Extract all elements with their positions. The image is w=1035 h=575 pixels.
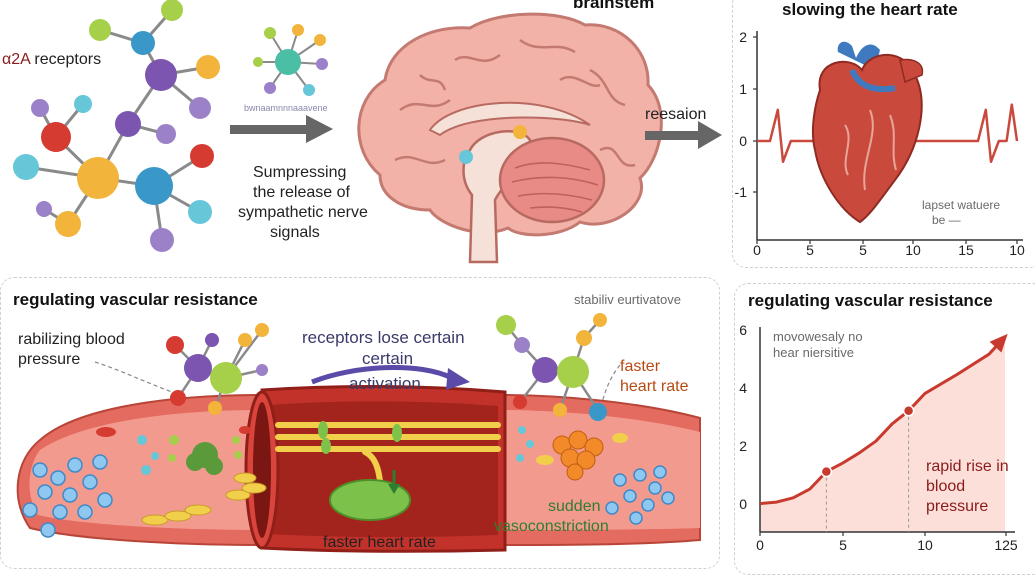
stabiliv-label: stabiliv eurtivatove — [574, 292, 681, 307]
chart1-x-tick-label: 15 — [958, 242, 974, 258]
chart1-y-tick-label: -1 — [734, 184, 747, 200]
faster-heart-rate-bottom: faster heart rate — [323, 534, 436, 551]
top-right-chart-panel — [732, 0, 1035, 268]
sudden-label-1: sudden — [548, 498, 601, 515]
receptors-suffix: receptors — [29, 51, 102, 68]
chart1-annotation-2: be — — [932, 213, 961, 227]
chart1-y-tick-label: 0 — [739, 133, 747, 149]
receptors-text-3: activation — [349, 374, 421, 393]
chart1-x-tick-label: 5 — [859, 242, 867, 258]
chart2-y-tick-label: 0 — [739, 496, 747, 512]
alpha2a-receptors-label: α2A receptors — [0, 50, 104, 70]
chart2-y-tick-label: 4 — [739, 380, 747, 396]
blood-label-2: pressure — [18, 351, 81, 368]
chart2-x-tick-label: 10 — [917, 537, 933, 553]
bottom-left-title: regulating vascular resistance — [13, 290, 258, 309]
chart2-x-tick-label: 0 — [756, 537, 764, 553]
arrow-caption-small: bwnaamnnnaaavene — [244, 103, 328, 113]
brainstem-title: brainstem — [573, 0, 655, 12]
suppress-line-3: sympathetic nerve — [238, 204, 368, 221]
bottom-left-panel — [0, 277, 720, 569]
chart2-title: regulating vascular resistance — [748, 291, 993, 310]
chart1-y-tick-label: 2 — [739, 29, 747, 45]
receptors-text-2: certain — [362, 349, 414, 368]
suppress-line-1: Sumpressing — [253, 164, 347, 181]
chart2-faint-1: movowesaly no — [773, 329, 863, 344]
chart1-x-tick-label: 10 — [905, 242, 921, 258]
chart1-x-tick-label: 10 — [1009, 242, 1025, 258]
chart1-annotation-1: lapset watuere — [922, 198, 1001, 212]
suppress-line-4: signals — [270, 224, 320, 241]
chart2-x-tick-label: 125 — [994, 537, 1018, 553]
molecule-network-illustration — [13, 0, 220, 252]
alpha2a-prefix: α2A — [2, 51, 30, 68]
chart2-y-tick-label: 2 — [739, 438, 747, 454]
faster-heart-rate-right-1: faster — [620, 358, 661, 375]
receptors-text-1: receptors lose certain — [302, 328, 465, 347]
chart2-y-tick-label: 6 — [739, 322, 747, 338]
reesaion-label: reesaion — [645, 106, 707, 123]
chart2-faint-2: hear niersitive — [773, 345, 854, 360]
bottom-right-chart-panel — [734, 283, 1035, 575]
blood-label-1: rabilizing blood — [18, 331, 125, 348]
rapid-rise-1: rapid rise in — [926, 458, 1009, 475]
chart1-y-tick-label: 1 — [739, 81, 747, 97]
chart1-x-tick-label: 5 — [806, 242, 814, 258]
sudden-label-2: vasoconstriction — [494, 518, 609, 535]
suppress-line-2: the release of — [253, 184, 350, 201]
chart2-x-tick-label: 5 — [839, 537, 847, 553]
chart1-title: slowing the heart rate — [782, 0, 958, 19]
chart1-x-tick-label: 0 — [753, 242, 761, 258]
rapid-rise-3: pressure — [926, 498, 989, 515]
rapid-rise-2: blood — [926, 478, 966, 495]
faster-heart-rate-right-2: heart rate — [620, 378, 689, 395]
